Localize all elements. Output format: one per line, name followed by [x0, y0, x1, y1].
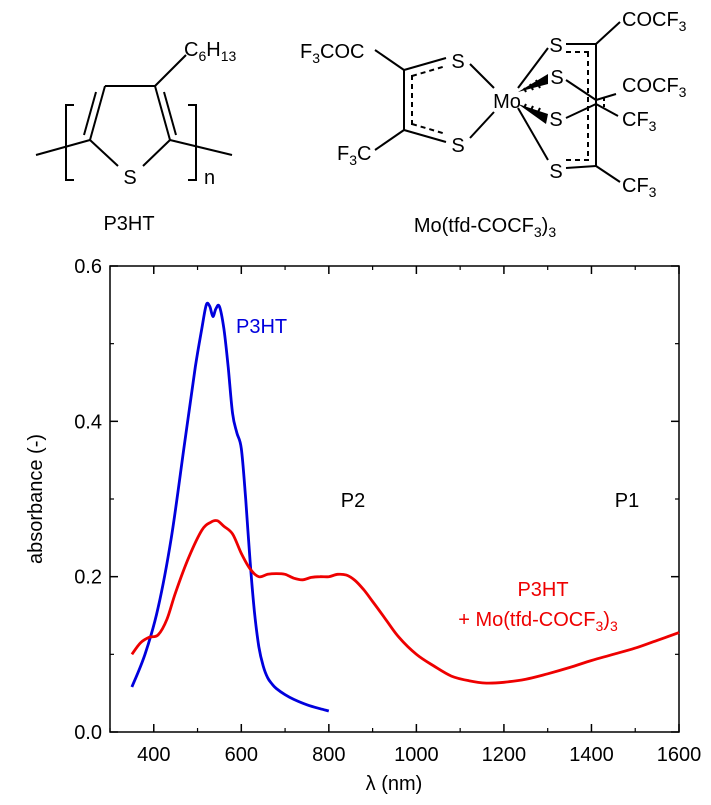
- series-label-p3ht: P3HT: [236, 316, 287, 338]
- mo-hash-4: [523, 103, 527, 109]
- mo-left-cs-top: [403, 57, 447, 71]
- y-tick-label-0: 0.0: [74, 722, 102, 744]
- mo-left-s-mo-bot: [469, 111, 495, 139]
- y-axis-ticks: 0.0 0.2 0.4 0.6: [74, 256, 679, 744]
- x-tick-label-1200: 1200: [482, 744, 527, 766]
- x-tick-label-600: 600: [225, 744, 258, 766]
- p3ht-bond-c4c5: [89, 85, 106, 141]
- mo-hash-6: [535, 107, 541, 117]
- p3ht-repeat-n: n: [204, 167, 215, 189]
- plot-frame: [109, 265, 680, 733]
- series-label-blend-line2: + Mo(tfd-COCF3)3: [458, 609, 618, 634]
- mo-s-left-bottom: S: [451, 135, 464, 157]
- mo-right-s-mo-top: [517, 47, 549, 89]
- mo-wedge-top: [518, 74, 548, 92]
- p3ht-double-c3c2: [163, 91, 177, 136]
- mo-right-cs-bot: [565, 165, 597, 169]
- x-tick-label-1600: 1600: [657, 744, 702, 766]
- mo-left-bond-bot-group: [374, 129, 405, 151]
- annotation-p1: P1: [615, 490, 639, 512]
- x-axis-label: λ (nm): [366, 773, 423, 795]
- mo-wedge-bottom: [518, 104, 548, 124]
- mo-hash-1: [523, 87, 527, 93]
- x-tick-label-800: 800: [312, 744, 345, 766]
- mo-hash-5: [529, 105, 534, 113]
- mo-s-right-bottom: S: [549, 161, 562, 183]
- mo-right-bond-top-group: [595, 21, 621, 45]
- mo-hash-bonds: [523, 79, 541, 117]
- series-label-blend-line1: P3HT: [517, 579, 568, 601]
- x-tick-label-1400: 1400: [569, 744, 614, 766]
- mo-hash-3: [535, 79, 541, 89]
- annotation-p2: P2: [341, 490, 365, 512]
- mo-hash-2: [529, 83, 534, 91]
- mo-left-bottom-group: F3C: [337, 143, 371, 168]
- p3ht-right-bracket: [188, 104, 197, 181]
- mo-s-front-bottom: S: [549, 109, 562, 131]
- mo-front-bond-bot-group: [595, 103, 619, 117]
- mo-front-cs-top: [565, 79, 597, 101]
- mo-left-cs-bot: [403, 129, 447, 143]
- y-axis-label: absorbance (-): [25, 434, 47, 564]
- p3ht-bond-c5s: [89, 139, 119, 167]
- p3ht-sulfur: S: [123, 167, 136, 189]
- mo-front-cs-bot: [565, 103, 597, 119]
- mo-metal: Mo: [493, 91, 521, 113]
- p3ht-left-bracket: [65, 104, 74, 181]
- series-group: [130, 301, 680, 713]
- mo-right-mid-group: COCF3: [622, 75, 687, 100]
- x-tick-label-400: 400: [137, 744, 170, 766]
- mo-left-top-group: F3COC: [300, 41, 364, 66]
- mo-s-left-top: S: [451, 51, 464, 73]
- p3ht-bond-c2s: [142, 139, 171, 167]
- mo-right-s-mo-bot: [517, 107, 549, 161]
- mo-left-bond-top-group: [374, 49, 405, 71]
- mo-complex-structure: [374, 21, 621, 183]
- mo-s-right-top: S: [549, 35, 562, 57]
- y-tick-label-3: 0.6: [74, 256, 102, 278]
- mo-left-cs-bot-dash: [411, 123, 447, 135]
- p3ht-double-c4c5: [83, 91, 97, 136]
- mo-s-front-top: S: [550, 67, 563, 89]
- y-tick-label-1: 0.2: [74, 567, 102, 589]
- mo-front-bond-top-group: [595, 93, 617, 101]
- mo-complex-label: Mo(tfd-COCF3)3: [414, 215, 556, 240]
- p3ht-bond-c3c2: [154, 85, 171, 141]
- mo-right-cf3-group: CF3: [622, 175, 657, 200]
- mo-right-bond-bot-group: [595, 165, 621, 183]
- mo-left-cs-top-dash: [411, 65, 447, 77]
- p3ht-sidechain-bond: [154, 54, 187, 87]
- x-tick-label-1000: 1000: [394, 744, 439, 766]
- series-line-1: [130, 519, 680, 685]
- p3ht-bond-right: [169, 139, 233, 156]
- x-axis-ticks: 400 600 800 1000 1200 1400 1600: [109, 266, 702, 766]
- y-tick-label-2: 0.4: [74, 411, 102, 433]
- p3ht-label: P3HT: [103, 213, 154, 235]
- p3ht-bond-left: [35, 139, 91, 156]
- p3ht-side-chain: C6H13: [184, 39, 236, 64]
- series-line-0: [130, 301, 330, 713]
- mo-front-cf3-group: CF3: [622, 109, 657, 134]
- absorbance-chart: 400 600 800 1000 1200 1400 1600 0.0 0.2 0.4 0.6 P…: [25, 256, 701, 795]
- mo-left-s-mo-top: [469, 63, 495, 89]
- p3ht-structure: [35, 54, 233, 181]
- mo-right-top-group: COCF3: [622, 9, 687, 34]
